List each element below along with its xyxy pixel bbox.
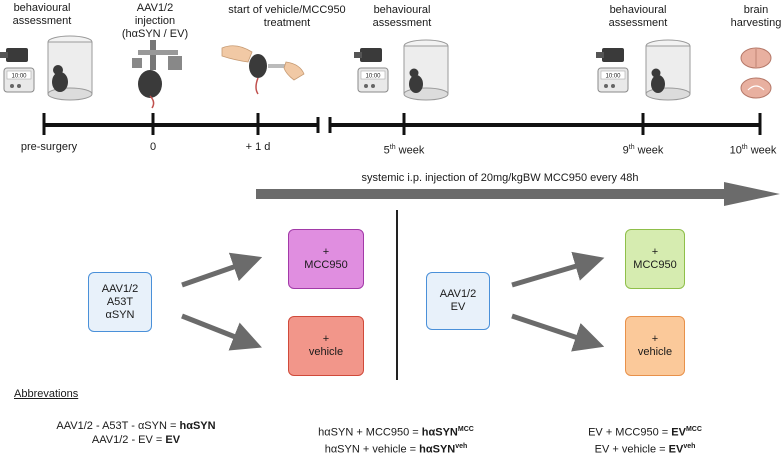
camera-icon (0, 48, 28, 62)
timer-icon: 10:00 (597, 67, 629, 93)
label-behavioural-assessment-1: behavioural assessment (12, 2, 72, 27)
timer-icon: 10:00 (357, 67, 389, 93)
abbr-line: EV + vehicle = EVveh (594, 442, 696, 456)
treatment-arrow-label: systemic i.p. injection of 20mg/kgBW MCC… (361, 172, 639, 184)
group-arrows (181, 251, 605, 352)
abbreviations-col1: AAV1/2 - A53T - αSYN = hαSYN AAV1/2 - EV… (36, 419, 236, 447)
group-divider (396, 210, 398, 380)
stereotaxic-mouse-icon (132, 40, 182, 109)
abbreviations-col3: EV + MCC950 = EVMCC EV + vehicle = EVveh (560, 423, 730, 456)
label-brain-harvesting: brain harvesting (730, 4, 782, 29)
label-behavioural-assessment-3: behavioural assessment (608, 4, 668, 29)
abbreviations-title: Abbrevations (14, 388, 79, 400)
timeline-axis (42, 113, 762, 135)
timeline-illustrations: 10:00 10:00 (0, 35, 772, 109)
label-aav-injection: AAV1/2 injection (hαSYN / EV) (121, 2, 189, 40)
timer-readout: 10:00 (605, 74, 621, 80)
timer-icon: 10:00 (3, 67, 35, 93)
abbr-line: hαSYN + MCC950 = hαSYNMCC (318, 426, 474, 439)
abbr-line: AAV1/2 - EV = EV (91, 434, 181, 446)
cylinder-with-mouse-icon (645, 39, 691, 101)
abbr-line: AAV1/2 - A53T - αSYN = hαSYN (56, 420, 216, 432)
ip-injection-icon (221, 45, 305, 95)
cylinder-with-mouse-icon (403, 39, 449, 101)
group-box-ev-mcc950: + MCC950 (625, 229, 685, 289)
abbreviations-col2: hαSYN + MCC950 = hαSYNMCC hαSYN + vehicl… (296, 423, 496, 456)
camera-icon (596, 48, 624, 62)
tick-week-10: 10th week (729, 144, 777, 157)
treatment-arrow (256, 182, 780, 206)
tick-day-plus-1: + 1 d (245, 141, 271, 153)
cylinder-with-mouse-icon (47, 35, 93, 101)
tick-week-9: 9th week (622, 144, 664, 157)
source-box-ev: AAV1/2 EV (426, 272, 490, 330)
camera-icon (354, 48, 382, 62)
abbr-line: EV + MCC950 = EVMCC (588, 426, 702, 439)
source-box-hasyn: AAV1/2 A53T αSYN (88, 272, 152, 332)
abbr-line: hαSYN + vehicle = hαSYNveh (324, 442, 468, 456)
group-box-hasyn-mcc950: + MCC950 (288, 229, 364, 289)
tick-week-5: 5th week (383, 144, 425, 157)
tick-pre-surgery: pre-surgery (20, 141, 78, 153)
brain-section-icon (740, 77, 772, 99)
label-treatment-start: start of vehicle/MCC950 treatment (228, 4, 346, 29)
timer-readout: 10:00 (365, 74, 381, 80)
label-behavioural-assessment-2: behavioural assessment (372, 4, 432, 29)
brain-icon (740, 47, 772, 69)
tick-day-0: 0 (149, 141, 157, 153)
timer-readout: 10:00 (11, 74, 27, 80)
group-box-ev-vehicle: + vehicle (625, 316, 685, 376)
group-box-hasyn-vehicle: + vehicle (288, 316, 364, 376)
